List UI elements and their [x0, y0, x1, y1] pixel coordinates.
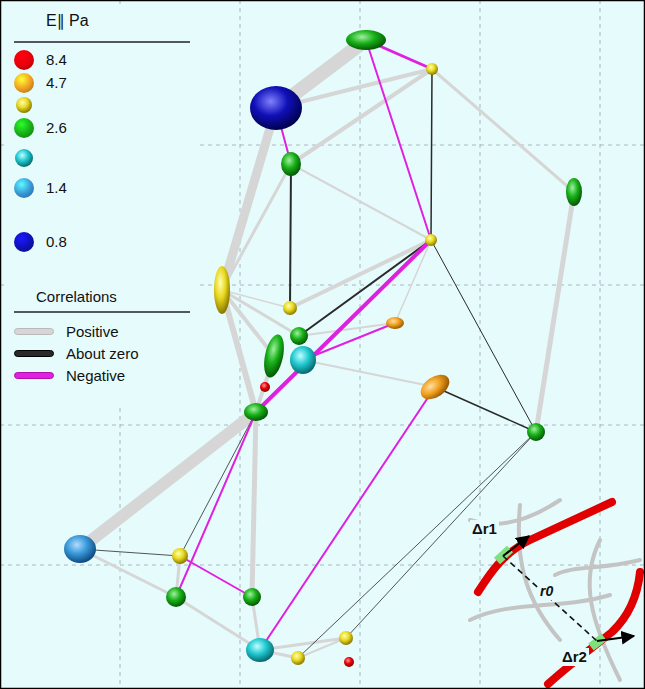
legend-text: 2.6	[46, 119, 67, 137]
legend-heading: Correlations	[36, 288, 117, 306]
distance-label: r0	[538, 582, 555, 600]
vector-label: Δr2	[560, 648, 589, 666]
color-swatch	[14, 73, 34, 93]
legend-text: 8.4	[46, 51, 67, 69]
line-sample	[14, 328, 54, 335]
line-sample	[14, 350, 54, 357]
color-swatch	[14, 118, 34, 138]
legend-text: 1.4	[46, 179, 67, 197]
color-swatch	[14, 232, 34, 252]
line-sample	[14, 372, 54, 379]
legend-text: Negative	[66, 367, 125, 385]
legend-text: About zero	[66, 345, 139, 363]
legend-text: 4.7	[46, 74, 67, 92]
vector-label: Δr1	[470, 520, 499, 538]
color-swatch	[14, 178, 34, 198]
legend-text: Positive	[66, 323, 119, 341]
color-swatch	[14, 50, 34, 70]
legend-text: 0.8	[46, 233, 67, 251]
legend-title: E∥ Pa	[46, 12, 89, 30]
